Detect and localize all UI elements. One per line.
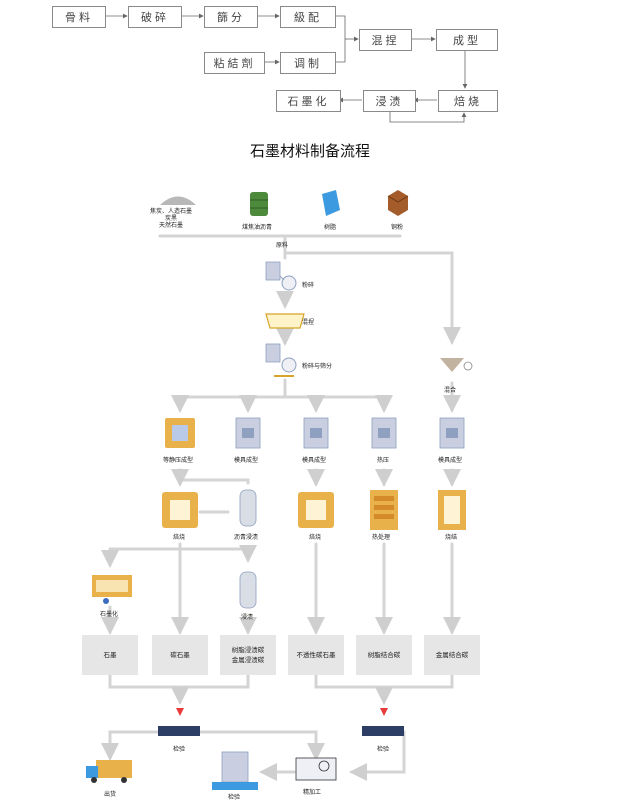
flow-box-knead: 混捏 xyxy=(359,29,412,51)
flow-box-raw: 骨料 xyxy=(52,6,106,28)
label-copper: 铜粉 xyxy=(391,224,404,231)
label-grind: 粉碎 xyxy=(302,282,315,289)
flow-box-bake: 焙烧 xyxy=(438,90,498,112)
product-resin-bonded: 树脂结合碳 xyxy=(356,635,412,675)
label-inspect1: 检验 xyxy=(173,746,186,753)
label-pitch-impreg: 沥青浸渍 xyxy=(234,534,259,541)
product-carbon-graphite: 碳石墨 xyxy=(152,635,208,675)
product-graphite: 石墨 xyxy=(82,635,138,675)
product-nonpermeable: 不透性碳石墨 xyxy=(288,635,344,675)
diagram-icons xyxy=(86,190,473,790)
flow-box-grade: 級配 xyxy=(280,6,336,28)
label-raw: 原料 xyxy=(276,242,289,249)
flow-box-graphitize: 石墨化 xyxy=(276,90,341,112)
flow-box-binder: 粘結劑 xyxy=(204,52,265,74)
label-mold2: 模具成型 xyxy=(302,457,327,464)
label-iso-press: 等静压成型 xyxy=(163,457,194,464)
flow-box-sieve: 篩分 xyxy=(204,6,258,28)
label-sinter: 烧结 xyxy=(445,534,458,541)
product-resin-metal: 树脂浸渍碳 金属浸渍碳 xyxy=(220,635,276,675)
label-shipping: 出货 xyxy=(104,791,117,798)
label-impregnate: 浸渍 xyxy=(241,614,254,621)
flow-box-mold: 成型 xyxy=(436,29,498,51)
label-finishing: 精加工 xyxy=(303,789,322,796)
label-bake1: 焙烧 xyxy=(173,534,186,541)
label-coke: 焦炭、人造石墨 炭黑 天然石墨 xyxy=(150,208,193,229)
label-heat-treat: 热处理 xyxy=(372,534,391,541)
label-resin: 树脂 xyxy=(324,224,337,231)
label-bake2: 焙烧 xyxy=(309,534,322,541)
label-mix: 混合 xyxy=(444,387,457,394)
label-inspect2: 检验 xyxy=(377,746,390,753)
label-graphitize: 石墨化 xyxy=(100,611,119,618)
label-test: 检验 xyxy=(228,794,241,801)
label-grind-sieve: 粉碎与筛分 xyxy=(302,363,333,370)
flow-box-impregnate: 浸渍 xyxy=(363,90,416,112)
label-knead: 混捏 xyxy=(302,319,315,326)
label-mold3: 模具成型 xyxy=(438,457,463,464)
flow-box-prepare: 调制 xyxy=(280,52,336,74)
label-pitch: 煤焦油沥青 xyxy=(242,224,273,231)
flow-box-crush: 破碎 xyxy=(128,6,182,28)
product-metal-bonded: 金属结合碳 xyxy=(424,635,480,675)
label-mold1: 模具成型 xyxy=(234,457,259,464)
diagram-caption: 石墨材料制备流程 xyxy=(249,142,370,160)
label-hot-press: 热压 xyxy=(377,457,390,464)
